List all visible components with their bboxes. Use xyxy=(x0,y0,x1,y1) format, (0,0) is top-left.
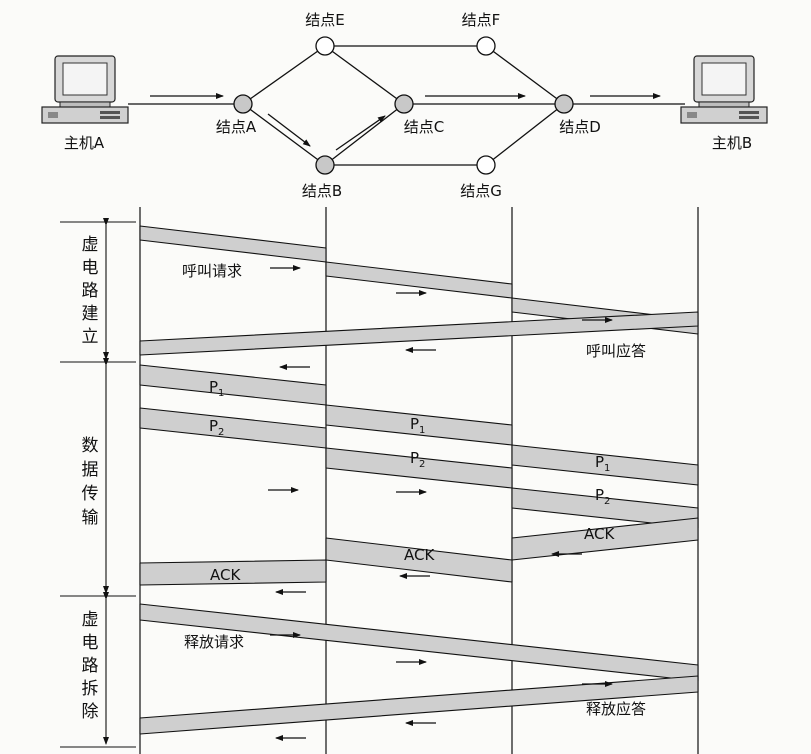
svg-text:电: 电 xyxy=(82,258,99,278)
svg-text:虚: 虚 xyxy=(82,610,99,630)
call-accept-label: 呼叫应答 xyxy=(586,342,646,360)
link-g-d xyxy=(485,103,565,166)
svg-text:路: 路 xyxy=(82,656,99,676)
host-b-computer-icon xyxy=(680,55,768,124)
host-b-label: 主机B xyxy=(712,134,752,152)
node-d-label: 结点D xyxy=(559,118,601,136)
release-accept-label: 释放应答 xyxy=(586,700,646,718)
svg-text:建: 建 xyxy=(82,304,99,324)
node-a xyxy=(233,94,253,114)
phase-transfer-label: 数 据 传 输 xyxy=(79,433,105,529)
node-c xyxy=(394,94,414,114)
ack-label: ACK xyxy=(584,525,615,543)
svg-text:电: 电 xyxy=(82,633,99,653)
phase-teardown-label: 虚 电 路 拆 除 xyxy=(79,607,105,727)
svg-text:除: 除 xyxy=(82,702,99,722)
message-labels: 呼叫请求 呼叫应答 释放请求 释放应答 P1 P2 P1 P2 P1 P2 AC… xyxy=(182,262,646,718)
topology-labels: 主机A 主机B 结点A 结点B 结点C 结点D 结点E 结点F 结点G xyxy=(64,11,752,200)
svg-text:数: 数 xyxy=(82,436,99,456)
node-f xyxy=(476,36,496,56)
ack-label: ACK xyxy=(404,546,435,564)
flow-arrow xyxy=(267,113,311,147)
node-c-label: 结点C xyxy=(404,118,444,136)
node-f-label: 结点F xyxy=(462,11,501,29)
svg-text:据: 据 xyxy=(82,460,99,480)
svg-text:输: 输 xyxy=(82,508,99,528)
call-request-label: 呼叫请求 xyxy=(182,262,242,280)
packet-p1-label: P1 xyxy=(209,378,224,399)
node-a-label: 结点A xyxy=(216,118,257,136)
message-bands xyxy=(139,225,699,735)
node-e-label: 结点E xyxy=(305,11,344,29)
band-ack xyxy=(139,559,327,586)
packet-p1-label: P1 xyxy=(410,415,425,436)
node-d xyxy=(554,94,574,114)
phase-setup-label: 虚 电 路 建 立 xyxy=(79,233,105,351)
link-f-d xyxy=(485,45,565,105)
direction-arrows xyxy=(268,265,613,741)
host-a-computer-icon xyxy=(41,55,129,124)
phase-brackets xyxy=(60,218,136,748)
nodes xyxy=(233,36,574,175)
network-links xyxy=(128,45,685,166)
band-call-accept xyxy=(139,311,699,356)
host-a-label: 主机A xyxy=(64,134,105,152)
packet-p1-label: P1 xyxy=(595,453,610,474)
band-p2 xyxy=(139,407,327,449)
link-b-c xyxy=(324,103,405,166)
phase-labels: 虚 电 路 建 立 数 据 传 输 虚 电 路 拆 除 xyxy=(79,233,105,727)
svg-text:路: 路 xyxy=(82,281,99,301)
link-a-e xyxy=(242,45,326,105)
band-p1 xyxy=(511,444,699,486)
svg-text:立: 立 xyxy=(82,327,99,347)
svg-text:虚: 虚 xyxy=(82,235,99,255)
node-b xyxy=(315,155,335,175)
band-call-request xyxy=(139,225,327,263)
node-g-label: 结点G xyxy=(460,182,502,200)
release-request-label: 释放请求 xyxy=(184,633,244,651)
svg-text:拆: 拆 xyxy=(82,679,99,699)
flow-arrow xyxy=(335,115,386,151)
node-e xyxy=(315,36,335,56)
band-release-accept xyxy=(139,675,699,735)
band-p1 xyxy=(139,364,327,406)
svg-text:传: 传 xyxy=(82,484,99,504)
link-e-c xyxy=(324,45,405,105)
node-b-label: 结点B xyxy=(302,182,342,200)
packet-p2-label: P2 xyxy=(209,417,224,438)
sequence-diagram: 虚 电 路 建 立 数 据 传 输 虚 电 路 拆 除 xyxy=(60,207,699,754)
node-g xyxy=(476,155,496,175)
packet-p2-label: P2 xyxy=(410,449,425,470)
flow-arrows xyxy=(150,93,661,151)
network-topology: 主机A 主机B 结点A 结点B 结点C 结点D 结点E 结点F 结点G xyxy=(41,11,768,200)
ack-label: ACK xyxy=(210,566,241,584)
packet-p2-label: P2 xyxy=(595,486,610,507)
link-a-b xyxy=(242,103,326,166)
